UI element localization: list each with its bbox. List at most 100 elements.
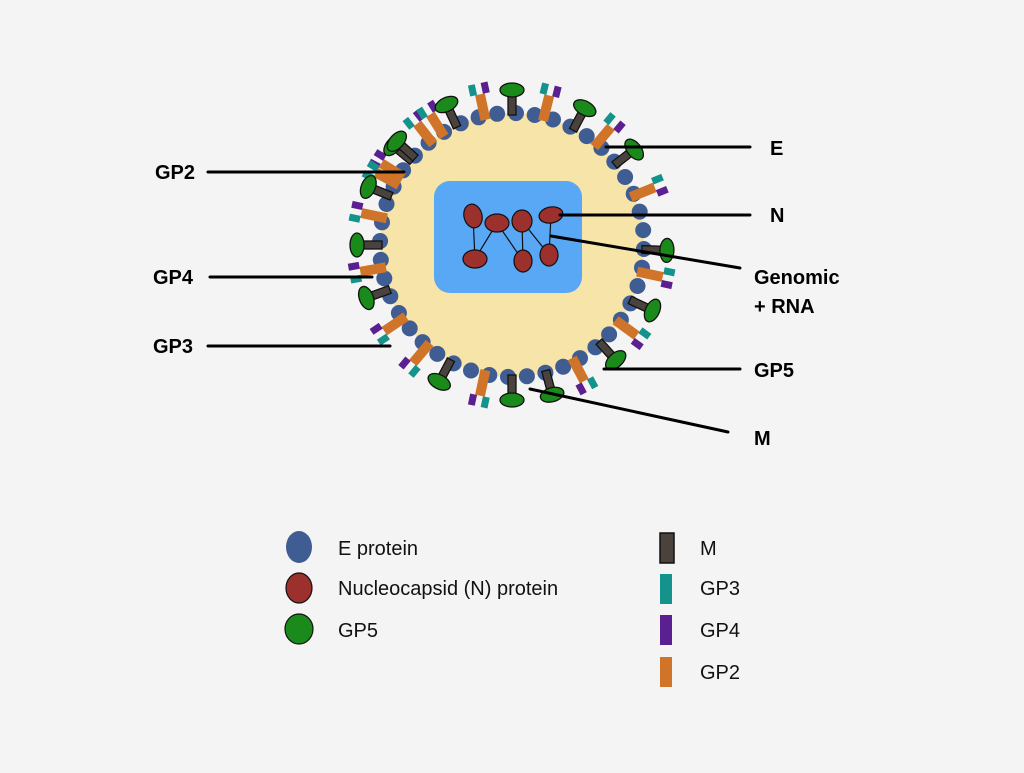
gp3-protein — [408, 364, 421, 378]
e-protein — [629, 278, 646, 294]
gp2-protein — [360, 208, 388, 224]
n-protein — [513, 249, 533, 273]
gp2-gp3-gp4-complex — [567, 355, 599, 396]
legend-e-protein-icon — [286, 531, 312, 563]
gp2-protein — [426, 111, 449, 140]
legend-gp4-icon — [660, 615, 672, 645]
e-protein — [617, 169, 634, 185]
membrane-proteins — [347, 81, 676, 409]
gp3-protein — [603, 112, 616, 126]
gp3-protein — [348, 213, 361, 223]
gp4-protein — [660, 279, 673, 290]
e-protein — [463, 362, 479, 379]
gp4-protein — [347, 261, 360, 271]
legend-m-label: M — [700, 538, 717, 560]
gp2-protein — [359, 262, 387, 277]
gp5-protein — [359, 174, 377, 200]
m-gp5-complex — [357, 284, 393, 311]
e-protein — [376, 270, 393, 287]
gp5-protein — [573, 99, 597, 118]
m-gp5-complex — [359, 174, 394, 201]
callout-lines — [206, 145, 752, 434]
nucleocapsid-core — [434, 181, 582, 293]
gp3-protein — [638, 327, 652, 340]
gp3-protein — [539, 82, 550, 95]
legend-e-protein-label: E protein — [338, 538, 418, 560]
m-protein — [361, 240, 383, 250]
gp5-protein — [499, 82, 525, 98]
n-protein — [463, 203, 483, 229]
n-protein-group — [462, 203, 564, 273]
e-protein — [578, 128, 595, 145]
gp3-protein — [366, 160, 380, 172]
gp2-gp3-gp4-complex — [467, 81, 491, 121]
legend-gp3-icon — [660, 574, 672, 604]
gp2-protein — [413, 120, 438, 148]
e-protein — [555, 358, 572, 375]
m-gp5-complex — [434, 95, 462, 130]
gp2-gp3-gp4-complex — [366, 149, 407, 182]
gp3-protein — [467, 84, 478, 97]
gp2-gp3-gp4-complex — [348, 200, 388, 224]
m-gp5-complex — [349, 232, 383, 258]
gp4-protein — [369, 322, 383, 335]
gp5-protein — [427, 372, 451, 391]
callout-labels: GP2 GP4 GP3 E N Genomic + RNA GP5 M — [153, 138, 840, 450]
e-protein — [429, 345, 446, 362]
gp5-callout-label: GP5 — [754, 360, 794, 382]
legend-gp5-icon — [284, 613, 314, 645]
m-gp5-complex — [427, 357, 456, 391]
gp5-protein — [434, 95, 459, 114]
genomic-rna-label-line1: Genomic — [754, 267, 840, 289]
legend-gp2-icon — [660, 657, 672, 687]
gp5-protein — [659, 237, 675, 264]
gp4-protein — [655, 185, 669, 197]
gp3-protein — [402, 116, 415, 130]
gp2-protein — [567, 355, 589, 384]
gp2-gp3-gp4-complex — [628, 173, 669, 202]
legend-gp2-label: GP2 — [700, 662, 740, 684]
gp5-protein — [386, 130, 408, 153]
m-gp5-complex — [611, 138, 645, 170]
gp2-protein — [636, 266, 664, 282]
m-protein — [507, 374, 517, 396]
gp4-callout-label: GP4 — [153, 267, 194, 289]
legend-m-icon — [659, 532, 675, 564]
legend-gp4-label: GP4 — [700, 620, 740, 642]
gp5-protein — [349, 232, 365, 258]
m-protein — [507, 94, 517, 116]
legend-n-protein-icon — [285, 572, 313, 604]
genomic-callout-line — [549, 234, 742, 270]
gp4-protein — [552, 85, 562, 98]
gp3-callout-label: GP3 — [153, 336, 193, 358]
gp5-protein — [624, 138, 645, 161]
gp4-protein — [398, 356, 411, 370]
gp3-protein — [376, 333, 390, 346]
m-callout-line — [528, 387, 730, 434]
gp5-protein — [357, 285, 375, 311]
gp3-protein — [663, 267, 676, 277]
gp5-protein — [643, 298, 662, 323]
e-protein — [631, 203, 648, 220]
gp3-protein — [651, 173, 664, 185]
gp4-protein — [630, 337, 644, 351]
e-protein — [401, 320, 418, 337]
gp2-gp3-gp4-complex — [467, 369, 491, 409]
gp4-protein — [373, 149, 387, 161]
gp2-callout-label: GP2 — [155, 162, 195, 184]
m-gp5-complex — [499, 82, 525, 116]
m-gp5-complex — [568, 99, 597, 133]
genomic-rna-label-line2: + RNA — [754, 296, 815, 318]
gp2-protein — [538, 94, 555, 123]
gp4-protein — [575, 382, 587, 396]
gp2-gp3-gp4-complex — [590, 112, 626, 151]
n-protein — [484, 213, 510, 233]
gp2-gp3-gp4-complex — [636, 266, 676, 290]
gp2-gp3-gp4-complex — [369, 312, 409, 346]
gp4-protein — [351, 200, 364, 211]
e-callout-label: E — [770, 138, 783, 160]
gp4-protein — [467, 393, 478, 406]
n-protein — [462, 249, 488, 269]
legend-n-protein-label: Nucleocapsid (N) protein — [338, 578, 558, 600]
